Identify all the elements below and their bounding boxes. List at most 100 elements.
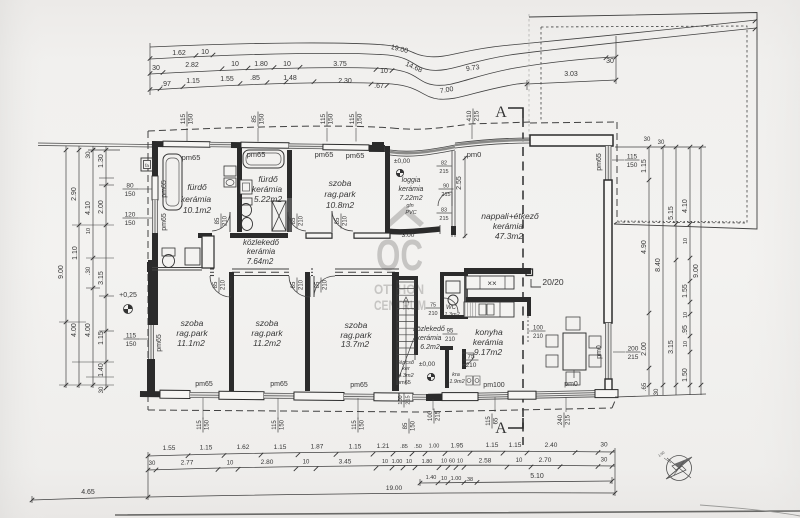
svg-text:11.2m2: 11.2m2 (253, 338, 281, 348)
svg-text:410: 410 (466, 110, 473, 121)
svg-text:10: 10 (231, 61, 239, 68)
svg-text:4.10: 4.10 (682, 199, 689, 213)
svg-text:rag.park: rag.park (324, 189, 356, 199)
svg-text:10: 10 (382, 459, 388, 465)
svg-text:115: 115 (486, 416, 492, 426)
svg-text:150: 150 (125, 191, 136, 198)
svg-text:115: 115 (180, 113, 187, 124)
svg-text:150: 150 (126, 341, 137, 348)
svg-text:7.00: 7.00 (439, 86, 454, 95)
svg-text:kerámia: kerámia (473, 337, 504, 347)
svg-text:loggia: loggia (402, 177, 421, 184)
svg-text:1.15: 1.15 (274, 444, 287, 451)
svg-text:gln: gln (406, 203, 413, 209)
svg-text:2.58: 2.58 (479, 457, 492, 464)
svg-text:CENTRUM: CENTRUM (374, 298, 426, 313)
svg-text:65: 65 (494, 417, 500, 424)
svg-text:1.15: 1.15 (186, 78, 200, 85)
svg-text:30: 30 (658, 140, 665, 146)
svg-text:6.2m2: 6.2m2 (420, 344, 440, 351)
svg-text:4.10: 4.10 (85, 201, 92, 215)
svg-text:rag.park: rag.park (340, 330, 372, 340)
svg-text:1.10: 1.10 (72, 246, 79, 260)
svg-text:pm65: pm65 (346, 151, 365, 160)
svg-text:lépcső: lépcső (398, 360, 415, 366)
svg-text:pm0: pm0 (467, 150, 482, 159)
svg-text:115: 115 (197, 420, 203, 430)
svg-text:OC: OC (376, 231, 423, 280)
svg-text:115: 115 (272, 420, 278, 430)
svg-text:1.80: 1.80 (422, 459, 433, 465)
svg-text:215: 215 (628, 354, 639, 361)
svg-text:30: 30 (654, 388, 660, 395)
svg-text:pm65: pm65 (182, 153, 201, 162)
svg-text:ker: ker (402, 366, 411, 372)
svg-text:215: 215 (566, 414, 572, 425)
svg-text:19.00: 19.00 (390, 44, 409, 55)
svg-text:4.90: 4.90 (641, 240, 648, 254)
svg-text:1.15: 1.15 (98, 331, 105, 345)
svg-text:20/20: 20/20 (542, 277, 564, 287)
svg-text:10.1m2: 10.1m2 (183, 205, 212, 215)
svg-text:80: 80 (126, 182, 134, 189)
svg-text:85: 85 (403, 422, 409, 429)
svg-text:kerámia: kerámia (493, 221, 524, 231)
svg-text:A: A (495, 104, 507, 121)
svg-text:±0,00: ±0,00 (394, 158, 411, 165)
svg-text:30: 30 (85, 151, 92, 159)
svg-text:210: 210 (533, 334, 544, 340)
svg-text:2.70: 2.70 (539, 457, 552, 464)
svg-text:19.00: 19.00 (386, 485, 403, 492)
svg-text:30: 30 (606, 58, 614, 65)
svg-text:pm65: pm65 (315, 150, 334, 159)
svg-text:13.7m2: 13.7m2 (341, 339, 370, 349)
svg-text:215: 215 (439, 216, 448, 222)
svg-text:10: 10 (683, 341, 689, 347)
svg-text:47.3m2: 47.3m2 (495, 231, 524, 241)
svg-text:.95: .95 (682, 325, 689, 335)
svg-text:82: 82 (441, 160, 447, 166)
svg-text:fürdő: fürdő (258, 174, 278, 184)
svg-text:10.8m2: 10.8m2 (326, 200, 355, 210)
svg-text:kerámia: kerámia (252, 184, 283, 194)
svg-text:pm0: pm0 (596, 345, 603, 359)
svg-text:150: 150 (411, 420, 417, 431)
svg-text:75: 75 (430, 302, 436, 308)
svg-text:1.9m2: 1.9m2 (449, 379, 464, 385)
svg-text:150: 150 (357, 113, 364, 124)
svg-text:.65: .65 (642, 382, 648, 391)
svg-text:1.15: 1.15 (349, 443, 362, 450)
svg-text:1.15: 1.15 (200, 445, 213, 452)
svg-text:150: 150 (328, 113, 335, 124)
svg-text:WC: WC (446, 305, 457, 311)
svg-text:2.00: 2.00 (98, 200, 105, 214)
svg-text:10: 10 (86, 228, 92, 234)
svg-text:1.21: 1.21 (377, 443, 390, 450)
svg-text:210: 210 (466, 362, 477, 369)
svg-text:9.17m2: 9.17m2 (474, 347, 503, 357)
svg-text:2.40: 2.40 (545, 442, 558, 449)
svg-text:4.00: 4.00 (85, 323, 92, 337)
svg-text:PVC: PVC (405, 210, 416, 216)
svg-text:2.90: 2.90 (71, 187, 78, 201)
svg-text:1.48: 1.48 (283, 75, 297, 82)
svg-text:2.00: 2.00 (641, 342, 648, 356)
svg-text:1.40: 1.40 (426, 475, 437, 481)
svg-text:10: 10 (683, 312, 689, 318)
svg-text:pm65: pm65 (161, 213, 168, 231)
svg-text:85: 85 (215, 217, 221, 224)
svg-text:1.80: 1.80 (254, 61, 268, 68)
svg-text:210: 210 (428, 311, 437, 317)
svg-text:115: 115 (627, 153, 638, 160)
svg-text:210: 210 (299, 279, 305, 290)
svg-text:210: 210 (343, 215, 349, 226)
svg-text:pm65: pm65 (156, 334, 163, 352)
svg-text:szoba: szoba (256, 318, 279, 328)
svg-text:100: 100 (428, 410, 434, 421)
svg-text:215: 215 (474, 110, 481, 121)
svg-text:pm65: pm65 (270, 381, 288, 388)
svg-text:38: 38 (467, 477, 473, 483)
svg-text:.85: .85 (250, 75, 260, 82)
svg-text:kra: kra (452, 372, 460, 378)
svg-text:85: 85 (213, 281, 219, 288)
